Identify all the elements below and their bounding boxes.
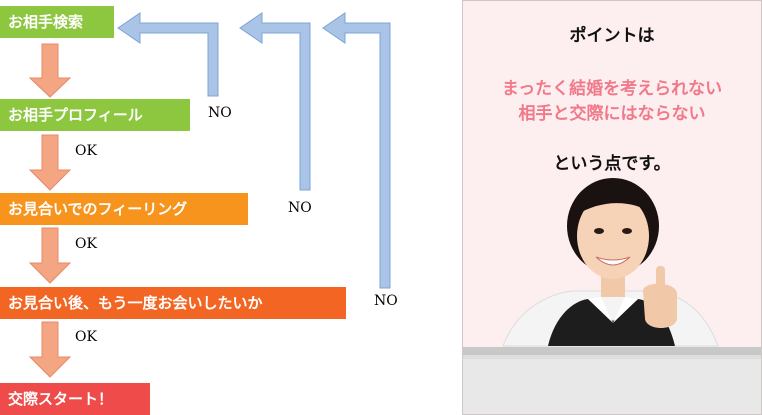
ok-label-2: OK	[75, 236, 97, 252]
down-arrow-3	[28, 227, 72, 284]
feedback-arrow-1	[117, 12, 219, 97]
feedback-arrow-3	[322, 12, 391, 289]
point-panel: ポイントは まったく結婚を考えられない 相手と交際にはならない という点です。	[462, 0, 762, 415]
no-label-3: NO	[374, 293, 398, 309]
panel-highlight-line2: 相手と交際にはならない	[518, 104, 706, 124]
no-label-2: NO	[288, 200, 312, 216]
step-meet-again: お見合い後、もう一度お会いしたいか	[0, 287, 346, 319]
panel-heading: ポイントは	[569, 26, 655, 46]
ok-label-3: OK	[75, 329, 97, 345]
panel-highlight-line1: まったく結婚を考えられない	[501, 79, 723, 99]
down-arrow-2	[28, 134, 72, 191]
feedback-arrow-2	[239, 12, 311, 191]
down-arrow-1	[28, 43, 72, 98]
step-dating-start: 交際スタート！	[0, 383, 150, 415]
down-arrow-4	[28, 321, 72, 378]
flow-connectors	[28, 12, 391, 378]
step-partner-search: お相手検索	[0, 6, 114, 38]
step-partner-profile: お相手プロフィール	[0, 99, 190, 131]
step-omiai-feeling: お見合いでのフィーリング	[0, 193, 248, 225]
panel-footer: という点です。	[553, 154, 671, 174]
no-label-1: NO	[208, 105, 232, 121]
woman-pointing-illustration	[463, 178, 761, 414]
ok-label-1: OK	[75, 143, 97, 159]
